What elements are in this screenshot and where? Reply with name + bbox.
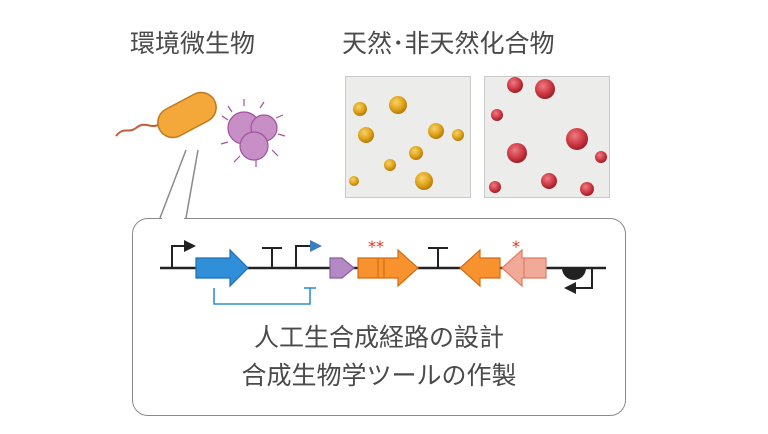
callout-line [185, 149, 199, 219]
terminator-icon [428, 247, 448, 268]
callout-line [159, 149, 187, 219]
yellow-colony-photo [345, 76, 471, 198]
single-mutation-marker: * [512, 237, 520, 256]
cell-cluster-icon [220, 99, 286, 167]
gene-orange [357, 248, 419, 288]
natural-compounds-title: 天然･非天然化合物 [342, 29, 555, 58]
gene-blue [195, 248, 249, 288]
environmental-microbes-title: 環境微生物 [130, 29, 256, 58]
gene-orange-reverse [459, 248, 501, 288]
terminator-icon [262, 247, 282, 268]
promoter-icon [295, 240, 322, 268]
pathway-design-box [132, 218, 626, 416]
red-colony-photo [484, 76, 610, 198]
regulation-bracket [213, 288, 311, 305]
promoter-icon [564, 268, 593, 294]
caption-pathway-design: 人工生合成経路の設計 [253, 323, 504, 352]
bacterium-icon [115, 91, 217, 139]
promoter-icon [171, 240, 196, 268]
gene-salmon-reverse [501, 248, 547, 288]
gene-purple [329, 257, 355, 279]
ribosome-binding-site-icon [562, 268, 586, 280]
caption-synthetic-biology-tools: 合成生物学ツールの作製 [241, 361, 517, 390]
double-mutation-marker: ** [368, 237, 384, 256]
